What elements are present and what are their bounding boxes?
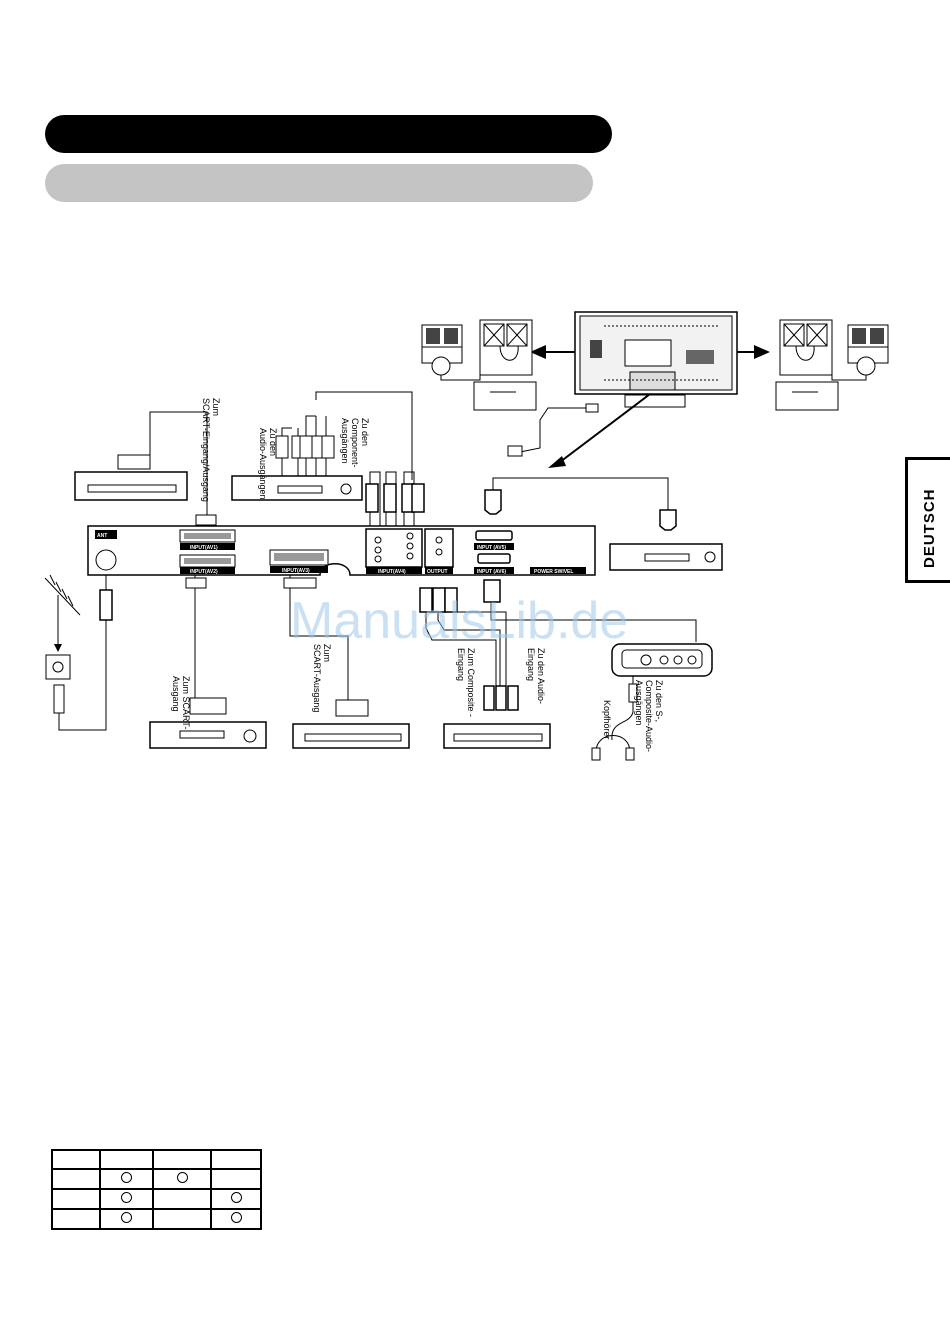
table-cell bbox=[99, 1188, 154, 1210]
antenna bbox=[44, 574, 113, 731]
table-cell bbox=[152, 1208, 212, 1230]
language-tab: DEUTSCH bbox=[905, 457, 950, 583]
caption-scart-in-out-1: Zum bbox=[211, 398, 221, 416]
table-cell bbox=[152, 1168, 212, 1190]
caption-scart-out-1a: Zum SCART- bbox=[181, 676, 191, 729]
table-cell bbox=[152, 1149, 212, 1170]
circle-mark-icon bbox=[121, 1172, 132, 1183]
table-row bbox=[51, 1168, 262, 1190]
table-row bbox=[51, 1208, 262, 1230]
vcr-bottom-middle bbox=[283, 575, 410, 749]
ant-label: ANT bbox=[97, 533, 107, 539]
table-cell bbox=[152, 1188, 212, 1210]
table-row bbox=[51, 1188, 262, 1210]
av5-label: INPUT (AV5) bbox=[477, 545, 506, 551]
caption-component-out-1: Zu den bbox=[360, 418, 370, 446]
watermark: ManualsLib.de bbox=[290, 592, 628, 650]
circle-mark-icon bbox=[121, 1212, 132, 1223]
power-swivel-label: POWER SWIVEL bbox=[534, 569, 573, 575]
av3-label: INPUT(AV3) bbox=[282, 568, 310, 574]
caption-s-composite-3: Ausgängen bbox=[634, 680, 644, 726]
table-cell bbox=[210, 1149, 262, 1170]
svg-text:Zu den Audio- Eingang: Zu den Audio- Eingang bbox=[526, 648, 546, 707]
caption-s-composite-2: Composite-Audio- bbox=[644, 680, 654, 752]
caption-scart-out-1b: Ausgang bbox=[171, 676, 181, 712]
circle-mark-icon bbox=[121, 1192, 132, 1203]
svg-text:Zum SCART-Eingang/Ausgang: Zum SCART-Eingang/Ausgang bbox=[201, 398, 221, 502]
caption-headphones: Kopfhörer bbox=[602, 700, 612, 740]
table-cell bbox=[99, 1168, 154, 1190]
caption-composite-in-1: Zum Composite - bbox=[466, 648, 476, 717]
dvd-bottom-left bbox=[149, 575, 267, 749]
table-cell bbox=[51, 1188, 101, 1210]
table-cell bbox=[99, 1149, 154, 1170]
caption-scart-in-out-2: SCART-Eingang/Ausgang bbox=[201, 398, 211, 502]
caption-s-composite-1: Zu den S-, bbox=[654, 680, 664, 722]
svg-text:Zum SCART- Ausgang: Zum SCART- Ausgang bbox=[171, 676, 191, 732]
table-cell bbox=[210, 1168, 262, 1190]
svg-text:Zum Composite - Eingang: Zum Composite - Eingang bbox=[456, 648, 476, 720]
circle-mark-icon bbox=[230, 1192, 242, 1203]
table-cell bbox=[210, 1188, 262, 1210]
speaker-left bbox=[421, 319, 537, 411]
camcorder-bottom-right bbox=[483, 579, 713, 761]
table-cell bbox=[51, 1168, 101, 1190]
av6-label: INPUT (AV6) bbox=[477, 569, 506, 575]
circle-mark-icon bbox=[176, 1172, 188, 1183]
svg-text:Zum SCART-Ausgang: Zum SCART-Ausgang bbox=[312, 644, 332, 712]
table-cell bbox=[99, 1208, 154, 1230]
vcr-bottom-right bbox=[419, 587, 551, 749]
av2-label: INPUT(AV2) bbox=[190, 569, 218, 575]
caption-audio-out-2: Audio-Ausgängen bbox=[258, 428, 268, 500]
caption-scart-out-2b: SCART-Ausgang bbox=[312, 644, 322, 712]
vcr-top-left bbox=[74, 411, 217, 526]
av1-label: INPUT(AV1) bbox=[190, 545, 218, 551]
caption-audio-in-2: Eingang bbox=[526, 648, 536, 681]
av4-label: INPUT(AV4) bbox=[378, 569, 406, 575]
table-row bbox=[51, 1149, 262, 1170]
compatibility-table bbox=[51, 1149, 262, 1230]
dvd-player-top bbox=[231, 391, 425, 526]
caption-component-out-3: Ausgängen bbox=[340, 418, 350, 464]
table-cell bbox=[51, 1149, 101, 1170]
caption-audio-out-1: Zu den bbox=[268, 428, 278, 456]
tv-rear-view bbox=[574, 311, 738, 408]
caption-audio-in-1: Zu den Audio- bbox=[536, 648, 546, 704]
svg-text:Zu den S-, Composite-Audio: Zu den S-, Composite-Audio- Ausgängen bbox=[634, 680, 664, 755]
caption-scart-out-2a: Zum bbox=[322, 644, 332, 662]
table-cell bbox=[51, 1208, 101, 1230]
circle-mark-icon bbox=[230, 1212, 242, 1223]
arrow-left bbox=[530, 345, 575, 359]
power-cord bbox=[507, 393, 651, 468]
caption-composite-in-2: Eingang bbox=[456, 648, 466, 681]
output-label: OUTPUT bbox=[427, 569, 448, 575]
speaker-right bbox=[775, 319, 889, 411]
svg-text:Zu den Component- Ausg: Zu den Component- Ausgängen bbox=[340, 418, 370, 470]
hdmi-device-right bbox=[484, 477, 723, 571]
table-cell bbox=[210, 1208, 262, 1230]
section-subtitle-bar bbox=[45, 164, 593, 202]
arrow-right bbox=[737, 345, 770, 359]
caption-component-out-2: Component- bbox=[350, 418, 360, 468]
section-title-bar bbox=[45, 115, 612, 153]
svg-text:Zu den Audio-Ausgängen: Zu den Audio-Ausgängen bbox=[258, 428, 278, 500]
input-panel: ANT INPUT(AV1) INPUT(AV2) INPUT(AV3) INP… bbox=[87, 525, 596, 576]
